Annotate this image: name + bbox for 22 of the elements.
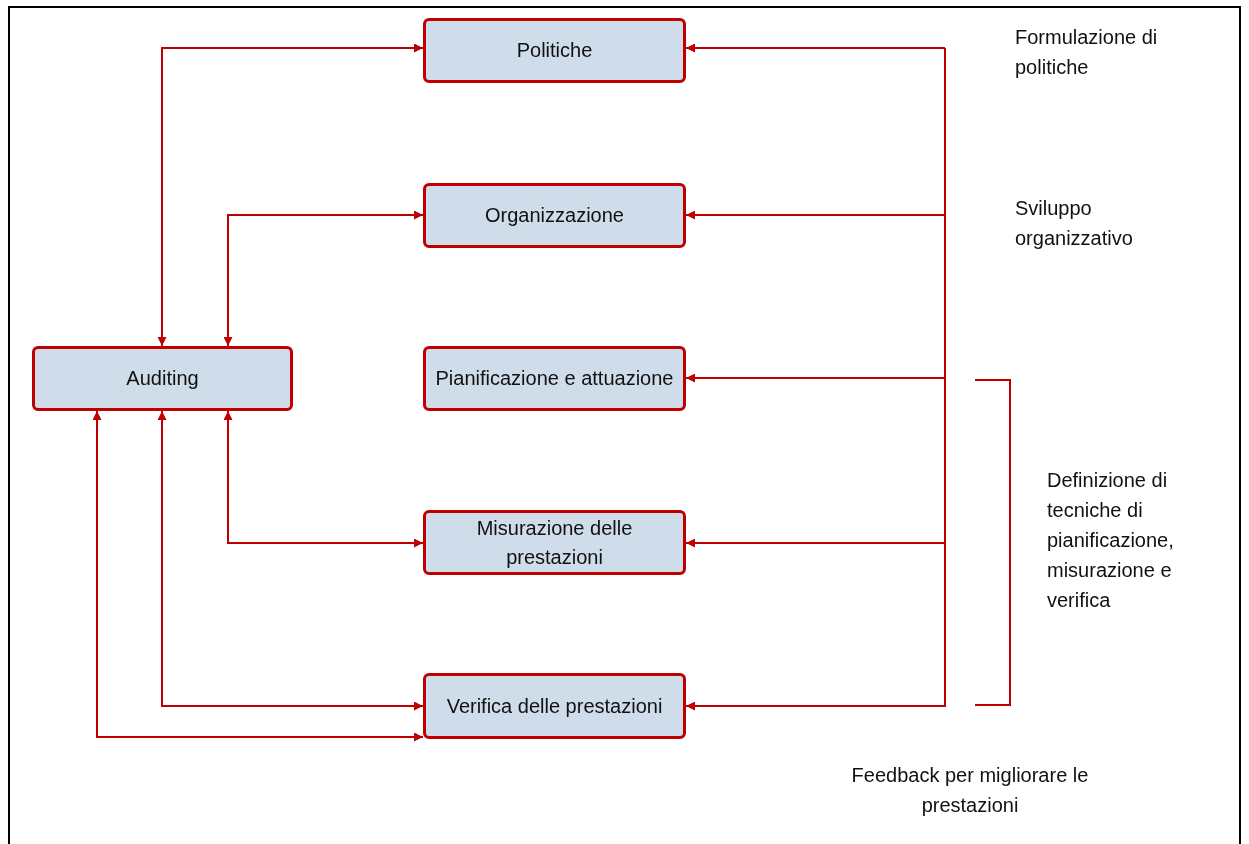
process-box xyxy=(423,183,686,248)
arrow xyxy=(223,210,424,347)
annotation-text: Feedback per migliorare le prestazioni xyxy=(850,763,1090,818)
box-label: Organizzazione xyxy=(485,203,624,228)
annotation-text: Definizione di tecniche di pianificazione, misurazione e verifica xyxy=(1047,468,1175,613)
annotation-text: Formulazione di politiche xyxy=(1015,25,1159,80)
box-label: Verifica delle prestazioni xyxy=(446,693,663,719)
box-label: Auditing xyxy=(126,366,199,391)
process-box xyxy=(423,18,686,83)
process-box xyxy=(423,510,686,575)
arrow xyxy=(157,43,424,347)
box-label: Misurazione delle prestazioni xyxy=(475,515,634,570)
box-label: Politiche xyxy=(516,38,593,63)
arrow xyxy=(92,410,424,742)
box-label: Pianificazione e attuazione xyxy=(435,366,674,391)
arrow xyxy=(157,410,424,711)
process-box xyxy=(32,346,293,411)
arrow xyxy=(685,43,946,53)
annotation-text: Sviluppo organizzativo xyxy=(1015,196,1134,251)
arrow xyxy=(223,410,424,548)
process-box xyxy=(423,346,686,411)
process-box xyxy=(423,673,686,739)
